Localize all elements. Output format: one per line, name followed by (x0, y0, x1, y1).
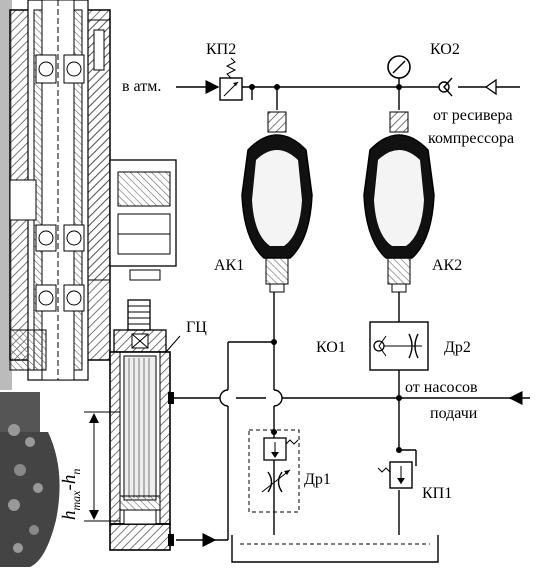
label-dr2: Др2 (444, 339, 471, 356)
label-gc: ГЦ (186, 319, 207, 336)
accumulator-ak2 (363, 111, 435, 293)
gear-block (87, 19, 177, 281)
stroke-max: max (68, 490, 83, 511)
stroke-h: h (59, 510, 80, 521)
relief-valve-kp2 (219, 57, 243, 101)
throttle-valve-dr1 (248, 429, 300, 513)
bearing-middle (35, 224, 85, 252)
cylinder-port-top (168, 392, 174, 404)
stroke-minus-h: -h (59, 474, 80, 491)
pressure-gauge (387, 55, 411, 79)
accumulator-ak1 (241, 111, 313, 293)
check-valve-ko2 (438, 77, 453, 97)
label-from-pumps: от насосов (405, 379, 478, 396)
inlet-arrow-right (484, 78, 497, 96)
label-feed: подачи (430, 405, 478, 422)
relief-valve-kp1 (377, 461, 413, 489)
label-ko2: КО2 (430, 41, 460, 58)
label-kp2: КП2 (206, 41, 237, 58)
label-stroke: hmax-hn (59, 468, 83, 521)
label-from-receiver: от ресивера (433, 107, 513, 124)
label-dr1: Др1 (304, 471, 331, 488)
spindle-section (0, 0, 177, 390)
label-ko1: КО1 (316, 339, 346, 356)
stroke-n: n (68, 468, 83, 475)
cylinder-port-bottom (168, 534, 174, 546)
stroke-dimension (84, 411, 120, 522)
drill-bit (0, 392, 60, 567)
bearing-top (35, 54, 85, 84)
label-kp1: КП1 (422, 485, 453, 502)
check-throttle-block (369, 321, 429, 371)
label-compressor: компрессора (428, 130, 515, 147)
bearing-bottom (35, 284, 85, 312)
label-to-atm: в атм. (122, 78, 162, 95)
piping (172, 78, 530, 563)
hydraulic-cylinder (109, 299, 181, 551)
label-ak1: АК1 (214, 257, 245, 274)
label-ak2: АК2 (432, 257, 463, 274)
